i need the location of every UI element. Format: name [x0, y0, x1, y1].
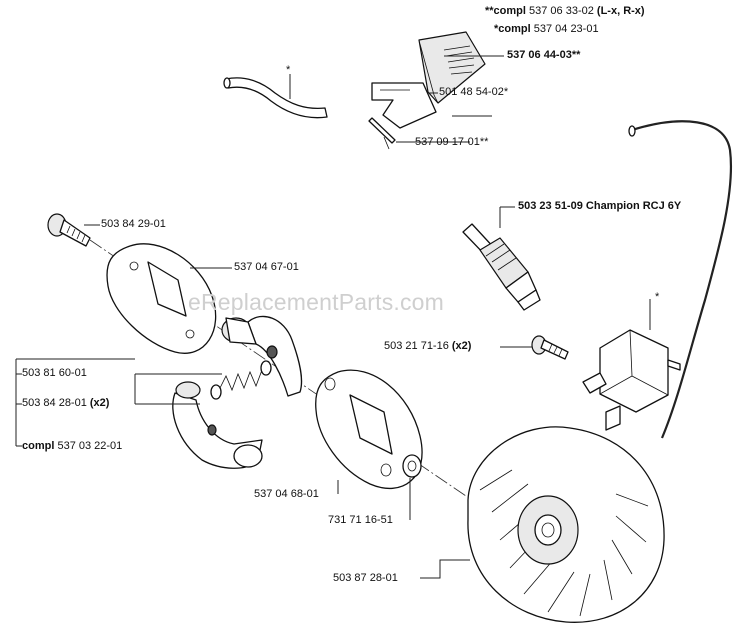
- screw: [47, 213, 91, 247]
- spacer-washer: [402, 454, 422, 478]
- clutch-plate: [315, 369, 423, 489]
- lock-pin: [368, 117, 396, 150]
- label-537-06-44-03: 537 06 44-03**: [507, 49, 581, 61]
- label-star-module: *: [655, 291, 660, 303]
- clutch-shoe-lower: [172, 381, 263, 469]
- spark-plug: [462, 223, 541, 311]
- watermark: eReplacementParts.com: [188, 289, 445, 315]
- label-503-84-28-01: 503 84 28-01 (x2): [22, 397, 110, 409]
- flywheel: [467, 426, 665, 623]
- cover-plate: [371, 82, 437, 129]
- fuel-hose: [223, 77, 328, 119]
- label-537-04-67-01: 537 04 67-01: [234, 261, 299, 273]
- clutch-washer: [106, 243, 217, 354]
- label-503-81-60-01: 503 81 60-01: [22, 367, 87, 379]
- label-537-09-17-01: 537 09 17-01**: [415, 136, 489, 148]
- clutch-spring: [210, 360, 272, 400]
- label-compl-537-06-33-02: **compl 537 06 33-02 (L-x, R-x): [485, 5, 645, 17]
- module-screw: [531, 335, 569, 360]
- clutch-shoe: [221, 315, 303, 397]
- label-star-hose: *: [286, 64, 291, 76]
- label-compl-537-04-23-01: *compl 537 04 23-01: [494, 23, 599, 35]
- label-503-87-28-01: 503 87 28-01: [333, 572, 398, 584]
- label-501-48-54-02: 501 48 54-02*: [439, 86, 509, 98]
- shroud-grille: [418, 31, 486, 104]
- label-731-71-16-51: 731 71 16-51: [328, 514, 393, 526]
- ignition-module: [582, 329, 681, 431]
- label-compl-537-03-22-01: compl 537 03 22-01: [22, 440, 123, 452]
- label-503-21-71-16: 503 21 71-16 (x2): [384, 340, 472, 352]
- label-537-04-68-01: 537 04 68-01: [254, 488, 319, 500]
- label-503-84-29-01: 503 84 29-01: [101, 218, 166, 230]
- label-503-23-51-09: 503 23 51-09 Champion RCJ 6Y: [518, 200, 682, 212]
